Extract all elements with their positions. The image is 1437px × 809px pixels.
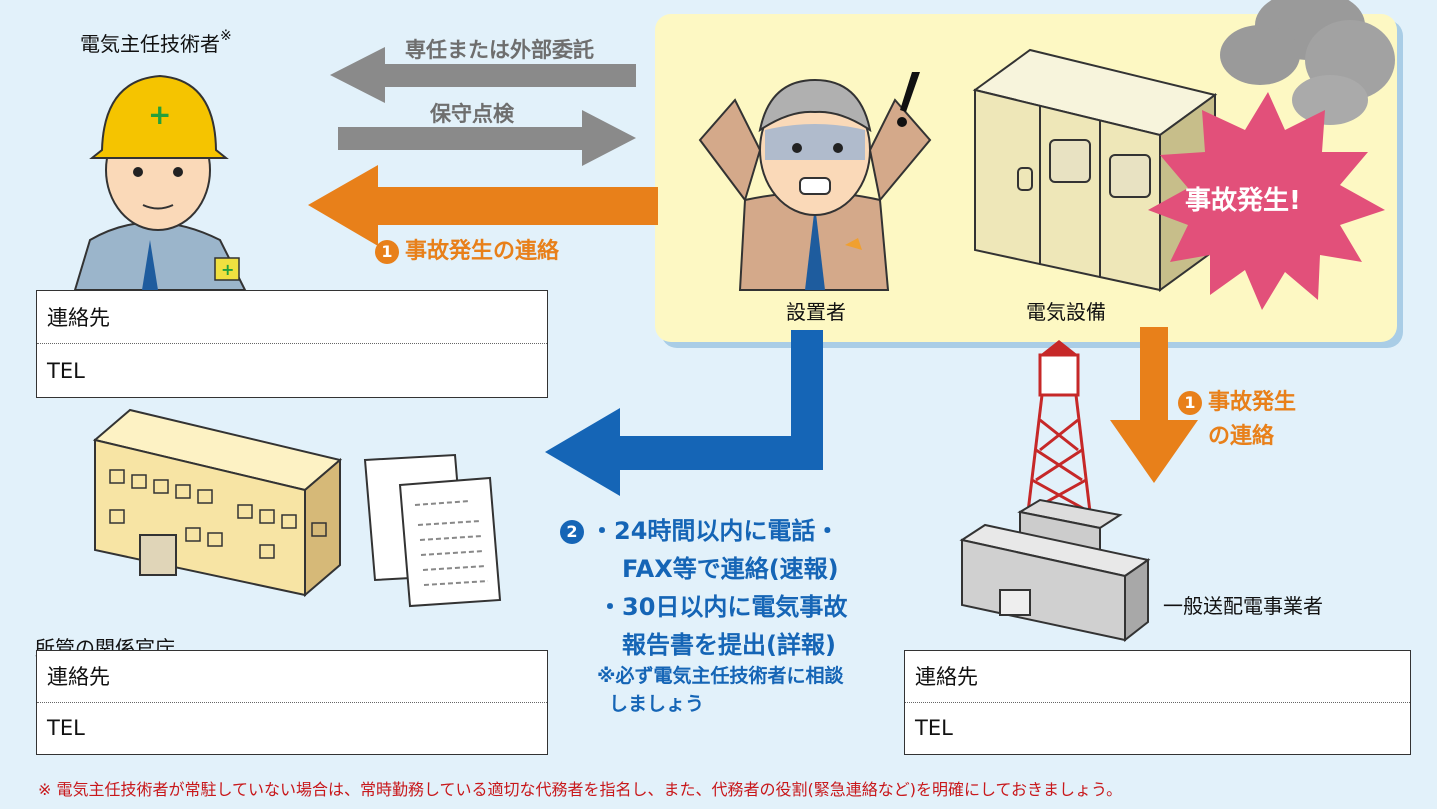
equipment-label: 電気設備 bbox=[1026, 300, 1106, 324]
engineer-contact-field[interactable]: 連絡先 bbox=[37, 291, 547, 344]
engineer-tel-field[interactable]: TEL bbox=[37, 344, 547, 397]
report-line3: ・30日以内に電気事故 bbox=[598, 593, 848, 621]
engineer-contact-box[interactable]: 連絡先 TEL bbox=[36, 290, 548, 398]
office-tel-field[interactable]: TEL bbox=[37, 703, 547, 755]
notify-utility-line1: 事故発生 bbox=[1208, 390, 1297, 415]
engineer-label: 電気主任技術者※ bbox=[80, 28, 232, 56]
report-note: ※必ず電気主任技術者に相談 しましょう bbox=[597, 662, 843, 718]
power-utility-icon bbox=[959, 340, 1151, 643]
maintenance-label: 保守点検 bbox=[430, 102, 514, 126]
step-1-badge: 1 bbox=[375, 240, 399, 264]
svg-text:+: + bbox=[221, 260, 234, 279]
installer-illustration-icon bbox=[698, 72, 932, 291]
tel-label: TEL bbox=[47, 358, 85, 383]
tel-label: TEL bbox=[915, 716, 953, 741]
report-line2: FAX等で連絡(速報) bbox=[622, 555, 839, 583]
accident-burst-icon bbox=[1148, 92, 1385, 310]
report-documents-icon bbox=[363, 453, 502, 608]
report-arrow bbox=[545, 330, 823, 496]
report-note-line2: しましょう bbox=[609, 693, 705, 715]
engineer-illustration-icon: + + bbox=[73, 74, 247, 291]
office-contact-field[interactable]: 連絡先 bbox=[37, 651, 547, 703]
installer-label: 設置者 bbox=[786, 300, 846, 324]
report-instructions: 2・24時間以内に電話・ FAX等で連絡(速報) ・30日以内に電気事故 報告書… bbox=[560, 512, 847, 664]
tel-label: TEL bbox=[47, 716, 85, 741]
report-line4: 報告書を提出(詳報) bbox=[622, 631, 836, 659]
delegation-label: 専任または外部委託 bbox=[405, 38, 594, 62]
utility-contact-box[interactable]: 連絡先 TEL bbox=[904, 650, 1411, 755]
report-line1: ・24時間以内に電話・ bbox=[590, 517, 840, 545]
step-1-badge: 1 bbox=[1178, 391, 1202, 415]
svg-text:+: + bbox=[148, 98, 171, 131]
contact-label: 連絡先 bbox=[47, 665, 110, 690]
accident-burst-text: 事故発生! bbox=[1185, 186, 1301, 216]
maintenance-arrow bbox=[338, 110, 636, 166]
delegation-arrow bbox=[330, 47, 636, 103]
contact-label: 連絡先 bbox=[47, 306, 110, 330]
office-building-icon bbox=[92, 408, 343, 598]
notify-engineer-text: 事故発生の連絡 bbox=[405, 239, 560, 264]
report-note-line1: ※必ず電気主任技術者に相談 bbox=[597, 665, 844, 687]
footer-note: ※ 電気主任技術者が常駐していない場合は、常時勤務している適切な代務者を指名し、… bbox=[38, 780, 1123, 799]
utility-label: 一般送配電事業者 bbox=[1163, 594, 1323, 618]
smoke-cloud-icon bbox=[1220, 0, 1395, 125]
step-2-badge: 2 bbox=[560, 520, 584, 544]
office-contact-box[interactable]: 連絡先 TEL bbox=[36, 650, 548, 755]
contact-label: 連絡先 bbox=[915, 665, 978, 690]
utility-tel-field[interactable]: TEL bbox=[905, 703, 1410, 755]
notify-utility-arrow bbox=[1110, 327, 1198, 483]
utility-contact-field[interactable]: 連絡先 bbox=[905, 651, 1410, 703]
notify-engineer-arrow bbox=[308, 165, 658, 246]
notify-utility-line2: の連絡 bbox=[1208, 424, 1275, 449]
